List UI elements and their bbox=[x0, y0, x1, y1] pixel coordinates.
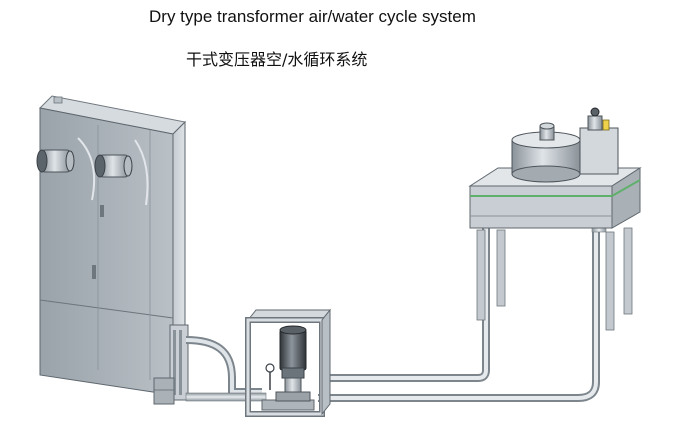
fan-motor-left-icon bbox=[36, 149, 75, 173]
cooler-fan-housing-icon bbox=[511, 122, 581, 183]
cabinet-heat-exchanger bbox=[153, 324, 189, 405]
dry-cooler bbox=[468, 167, 642, 331]
transformer-cabinet bbox=[38, 95, 187, 396]
title-chinese: 干式变压器空/水循环系统 bbox=[186, 50, 368, 69]
pump-skid bbox=[245, 308, 332, 417]
title-english: Dry type transformer air/water cycle sys… bbox=[149, 7, 476, 26]
fan-motor-right-icon bbox=[94, 154, 133, 178]
pump-motor-icon bbox=[275, 325, 311, 402]
pressure-gauge-icon bbox=[265, 363, 275, 390]
expansion-tank-icon bbox=[579, 107, 619, 175]
